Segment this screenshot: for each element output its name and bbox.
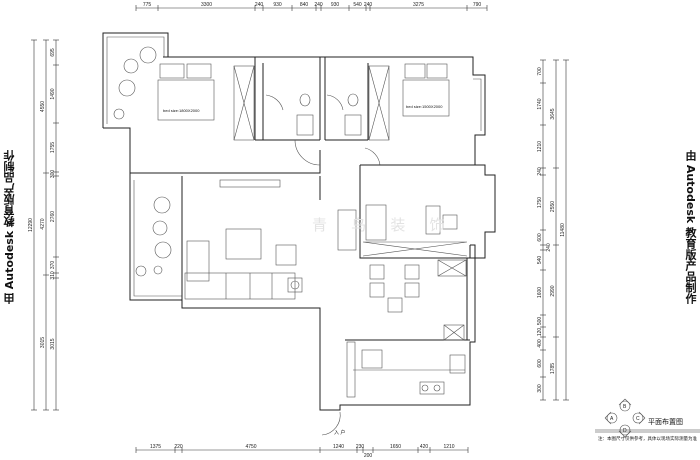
dimension-label: 240 [537,167,543,176]
dimension-label: 500 [537,317,543,326]
dimension-label: 300 [537,384,543,393]
dimension-label: 12290 [28,218,34,232]
watermark-logo: 青 鸟 装 饰 [312,217,455,234]
bed-label-second: bed size:1500X2000 [406,104,443,109]
dimension-label: 220 [174,444,183,450]
dimension-label: 1650 [390,444,401,450]
compass-label-b: B [623,404,627,410]
dimension-label: 3300 [201,2,212,8]
dimension-label: 400 [537,339,543,348]
dimension-label: 600 [537,359,543,368]
dimension-label: 2990 [550,285,556,296]
dimension-label: 1375 [150,444,161,450]
dimension-label: 240 [364,2,373,8]
dimension-label: 4270 [40,218,46,229]
dimension-label: 700 [537,67,543,76]
dimension-label: 540 [537,256,543,265]
dimension-label: 4750 [245,444,256,450]
dimension-label: 930 [331,2,340,8]
dimension-label: 775 [143,2,152,8]
dimension-label: 1755 [50,142,56,153]
dimension-label: 420 [420,444,429,450]
dimension-label: 1210 [443,444,454,450]
dimension-label: 200 [364,453,373,459]
dimension-label: 930 [273,2,282,8]
dimension-label: 1750 [537,197,543,208]
dimension-label: 1490 [50,88,56,99]
dimension-label: 240 [255,2,264,8]
dimension-label: 1210 [537,141,543,152]
side-note-right: 由 Autodesk 教育版产品制作 [684,150,697,305]
drawing-title: 平面布置图 [648,419,683,426]
dimension-label: 2550 [550,201,556,212]
bed-label-master: bed size:1800X2000 [163,108,200,113]
compass-label-c: C [636,416,640,422]
dimension-label: 2760 [50,211,56,222]
dimension-label: 3645 [550,108,556,119]
dimension-label: 4550 [40,101,46,112]
compass-symbol: B A C D [595,398,700,438]
dimension-label: 1785 [550,363,556,374]
dimension-label: 1600 [537,287,543,298]
dimension-label: 1240 [333,444,344,450]
compass-label-a: A [610,416,614,422]
entrance-label: 入 户 [334,430,346,436]
dimension-label: 240 [314,2,323,8]
dimension-label: 1740 [537,98,543,109]
dimension-label: 3275 [413,2,424,8]
dimension-label: 600 [537,233,543,242]
dimension-label: 840 [300,2,309,8]
side-note-left: 由 Autodesk 教育版产品制作 [3,150,16,305]
dimension-label: 695 [50,48,56,57]
dimension-label: 120 [537,328,543,337]
dimension-label: 240 [546,243,552,252]
dimension-label: 3015 [40,337,46,348]
dimension-label: 11480 [560,223,566,237]
dimension-label: 540 [353,2,362,8]
dimension-label: 230 [356,444,365,450]
compass-label-d: D [623,428,627,434]
dimension-label: 310 [50,271,56,280]
dimension-label: 3015 [50,338,56,349]
dimension-label: 790 [473,2,482,8]
dimension-label: 300 [50,170,56,179]
drawing-note: 注：本图尺寸仅供参考，具体以现场实际测量为准 [598,436,697,441]
walls [102,32,496,436]
dimension-label: 370 [50,261,56,270]
